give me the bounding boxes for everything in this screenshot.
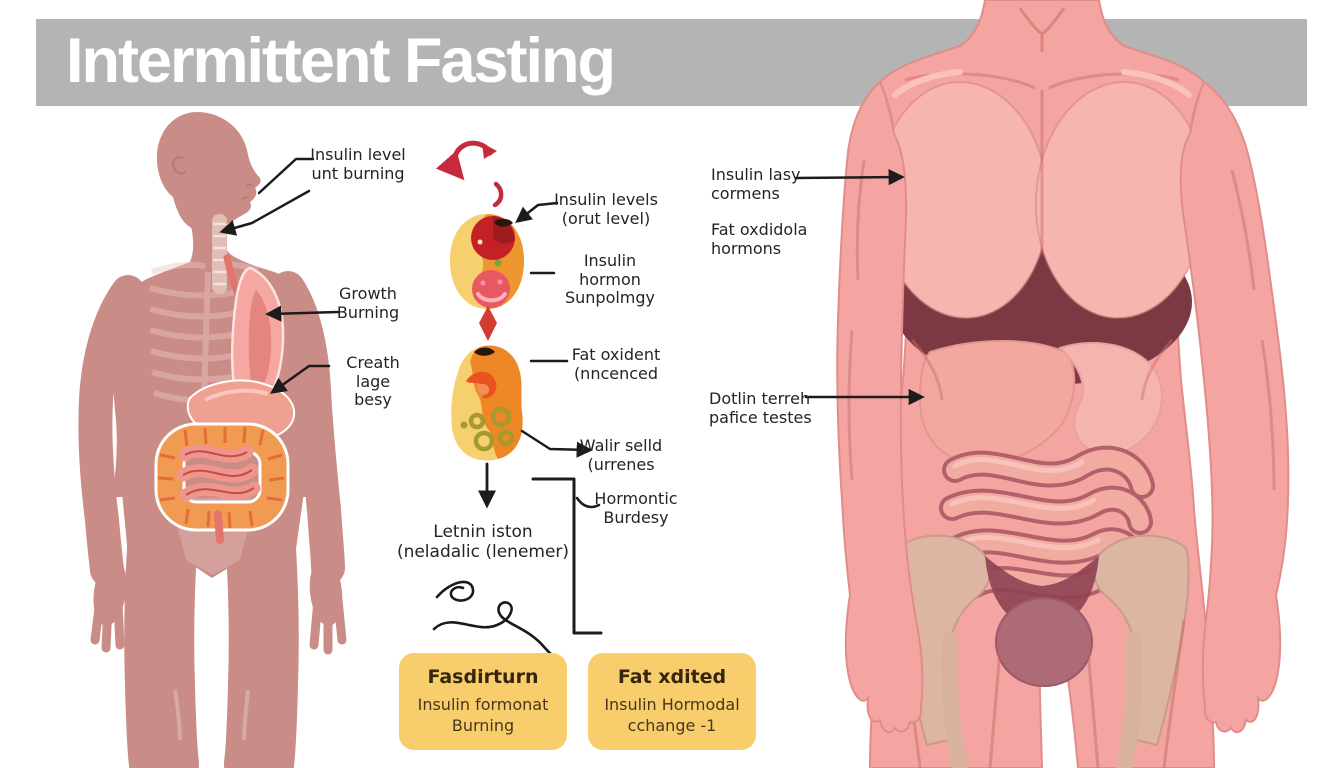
info-box-fat: Fat xdited Insulin Hormodal cchange -1 <box>588 653 756 750</box>
left-figure-right-leg <box>223 470 299 768</box>
femur-streaks <box>941 632 1143 768</box>
label-fat-oxident: Fat oxident (nncenced <box>571 345 661 383</box>
digestive-diagram <box>432 140 563 664</box>
pointer-arrow-creath <box>270 364 331 394</box>
label-insulin-level: Insulin level unt burning <box>310 145 406 183</box>
label-insulin-levels: Insulin levels (orut level) <box>554 190 658 228</box>
left-head <box>156 112 261 232</box>
label-growth-burning: Growth Burning <box>336 284 400 322</box>
right-body-illustration <box>836 0 1290 768</box>
label-hormontic: Hormontic Burdesy <box>594 489 678 527</box>
left-figure-left-arm <box>78 275 145 587</box>
info-box-fat-title: Fat xdited <box>617 666 727 688</box>
pointer-arrow-growth <box>265 305 340 322</box>
trachea <box>212 214 227 294</box>
info-box-fasting-body: Insulin formonat Burning <box>417 695 549 736</box>
left-ear-icon <box>171 156 187 175</box>
cycle-arrow-icon <box>435 140 504 208</box>
bracket-line <box>531 477 603 635</box>
left-figure-left-leg <box>124 470 200 768</box>
squiggle-decoration <box>432 580 563 664</box>
page-title: Intermittent Fasting <box>66 26 616 96</box>
label-insulin-hormon: Insulin hormon Sunpolmgy <box>564 251 656 308</box>
right-figure-right-arm <box>1179 80 1290 734</box>
pelvic-cavity <box>985 556 1099 620</box>
bladder <box>995 597 1093 687</box>
label-creath-lage: Creath lage besy <box>346 353 400 410</box>
info-box-fasting: Fasdirturn Insulin formonat Burning <box>399 653 567 750</box>
label-dotlin-terreh: Dotlin terreh pafice testes <box>709 389 812 427</box>
pointer-arrow-walir <box>520 429 593 458</box>
pointer-arrow-insulin-levels <box>515 201 559 224</box>
annotation-lines <box>219 157 925 635</box>
stomach-egg-1 <box>449 214 525 309</box>
pointer-arrow-insulin-lasy <box>794 168 905 186</box>
label-insulin-lasy: Insulin lasy cormens <box>711 165 801 203</box>
pointer-arrow-neck <box>219 189 311 236</box>
info-box-fasting-title: Fasdirturn <box>427 666 539 688</box>
stomach-egg-2 <box>451 345 523 461</box>
pointer-line-chin <box>257 157 315 195</box>
left-body-illustration <box>78 112 347 768</box>
label-letnin-iston: Letnin iston (neladalic (lenemer) <box>396 522 570 562</box>
label-fat-oxdidola: Fat oxdidola hormons <box>711 220 808 258</box>
neck-lines <box>1018 7 1066 52</box>
info-box-fat-body: Insulin Hormodal cchange -1 <box>604 695 740 736</box>
pointer-curve-hormontic <box>575 496 601 509</box>
down-arrow-red-icon <box>479 306 497 341</box>
label-walir-selld: Walir selld (urrenes <box>579 436 663 474</box>
small-intestine <box>176 444 261 544</box>
left-figure-right-arm <box>271 271 345 585</box>
